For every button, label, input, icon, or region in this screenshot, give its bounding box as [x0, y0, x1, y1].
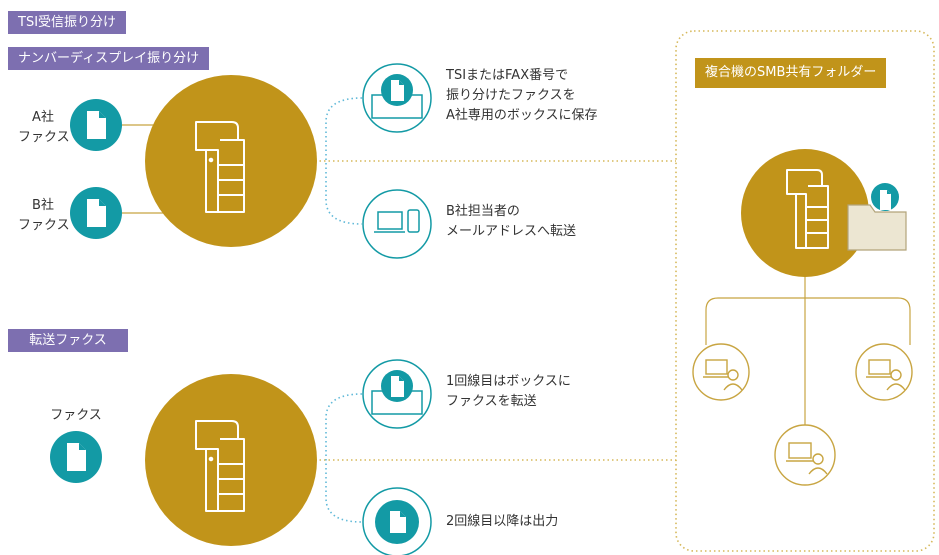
sender-a-type: ファクス [18, 130, 70, 145]
action-first-line-line1: 1回線目はボックスに [446, 374, 571, 389]
mfp-icon-smb [786, 169, 829, 249]
sender-a-label: A社 ファクス [18, 108, 70, 148]
fax-b-icon [70, 187, 122, 239]
action-save-box-line1: TSIまたはFAX番号で [446, 68, 569, 83]
mfp-icon-top [195, 121, 245, 213]
tag-forward-fax: 転送ファクス [8, 329, 128, 352]
user-pc-center-icon [774, 424, 836, 486]
sender-b-label: B社 ファクス [18, 196, 70, 236]
mail-device-icon [362, 189, 432, 259]
sender-b-company: B社 [32, 198, 54, 213]
box-save-icon [362, 63, 432, 133]
tree-branch [705, 297, 911, 345]
action-save-box-line2: 振り分けたファクスを [446, 88, 576, 103]
action-first-line-text: 1回線目はボックスに ファクスを転送 [446, 372, 571, 412]
fax-icon [50, 431, 102, 483]
folder-icon [847, 183, 907, 251]
tag-number-display: ナンバーディスプレイ振り分け [8, 47, 210, 70]
action-first-line-line2: ファクスを転送 [446, 394, 537, 409]
sender-b-type: ファクス [18, 218, 70, 233]
action-mail-text: B社担当者の メールアドレスへ転送 [446, 202, 576, 242]
action-mail-line1: B社担当者の [446, 204, 520, 219]
user-pc-right-icon [855, 343, 913, 401]
action-second-line-text: 2回線目以降は出力 [446, 512, 558, 532]
smb-frame [675, 30, 935, 552]
mfp-icon-bottom [195, 420, 245, 512]
user-pc-left-icon [692, 343, 750, 401]
action-mail-line2: メールアドレスへ転送 [446, 224, 577, 239]
tag-tsi: TSI受信振り分け [8, 11, 127, 34]
action-second-line-line1: 2回線目以降は出力 [446, 514, 559, 529]
mfp-circle-bottom [145, 374, 317, 546]
mfp-circle-top [145, 75, 317, 247]
box-forward-icon [362, 359, 432, 429]
print-output-icon [362, 487, 432, 555]
smb-folder-label: 複合機のSMB共有フォルダー [695, 58, 887, 88]
fax-a-icon [70, 99, 122, 151]
action-save-box-text: TSIまたはFAX番号で 振り分けたファクスを A社専用のボックスに保存 [446, 66, 598, 126]
sender-a-company: A社 [32, 110, 54, 125]
action-save-box-line3: A社専用のボックスに保存 [446, 108, 598, 123]
branch-bottom [325, 393, 363, 523]
branch-top [325, 97, 363, 225]
sender-fax-label: ファクス [50, 408, 102, 423]
